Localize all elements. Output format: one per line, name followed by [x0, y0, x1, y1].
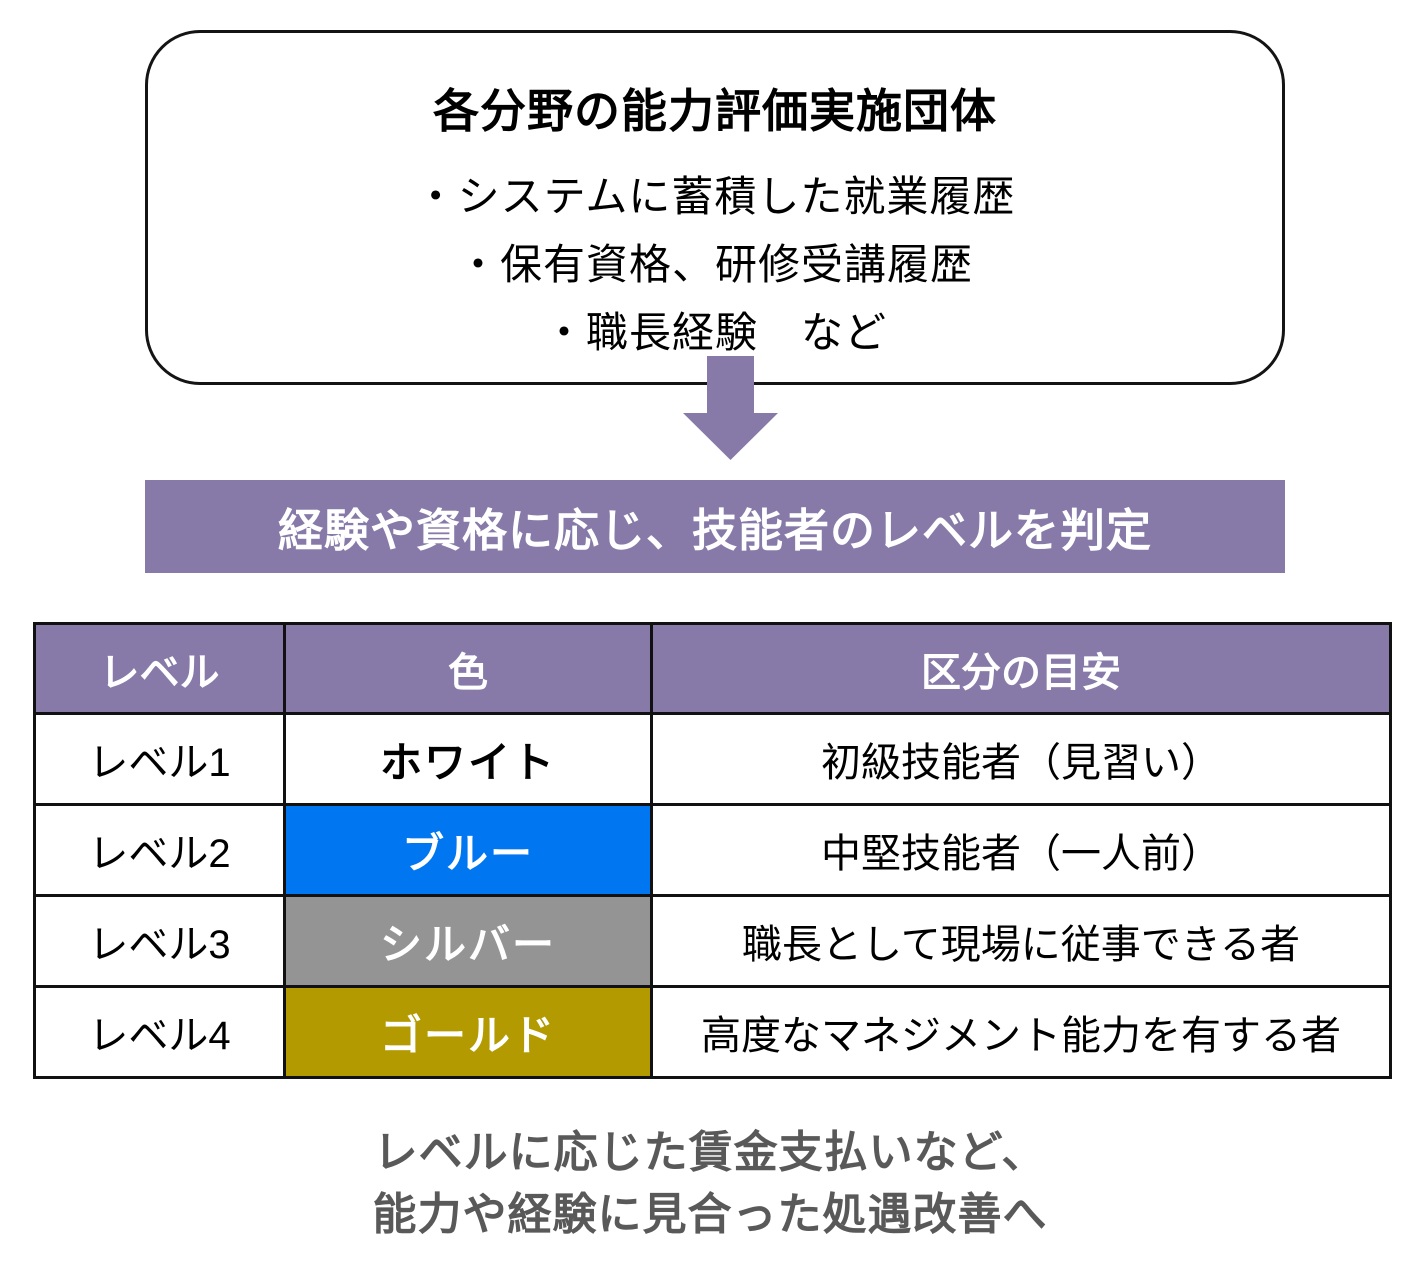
- level-judgement-banner: 経験や資格に応じ、技能者のレベルを判定: [145, 480, 1285, 573]
- level-table: レベル 色 区分の目安 レベル1 ホワイト 初級技能者（見習い） レベル2 ブル…: [33, 622, 1392, 1079]
- banner-label: 経験や資格に応じ、技能者のレベルを判定: [277, 505, 1152, 556]
- table-header-row: レベル 色 区分の目安: [33, 622, 1392, 715]
- bullet-item: ・システムに蓄積した就業履歴: [414, 173, 1016, 220]
- level-cell: レベル1: [33, 712, 286, 806]
- level-cell: レベル3: [33, 894, 286, 988]
- table-row-level4: レベル4 ゴールド 高度なマネジメント能力を有する者: [33, 985, 1392, 1079]
- bullet-item: ・保有資格、研修受講履歴: [456, 241, 973, 288]
- bullet-item: ・職長経験 など: [542, 309, 887, 356]
- down-arrow-icon: [683, 356, 778, 460]
- box-bullet-list: ・システムに蓄積した就業履歴 ・保有資格、研修受講履歴 ・職長経験 など: [148, 163, 1282, 367]
- footer-line: レベルに応じた賃金支払いなど、: [373, 1128, 1047, 1177]
- color-cell-gold: ゴールド: [283, 985, 653, 1079]
- description-cell: 高度なマネジメント能力を有する者: [650, 985, 1392, 1079]
- footer-line: 能力や経験に見合った処遇改善へ: [372, 1190, 1048, 1239]
- header-color: 色: [283, 622, 653, 715]
- box-title: 各分野の能力評価実施団体: [433, 85, 997, 137]
- evaluation-body-box: 各分野の能力評価実施団体 ・システムに蓄積した就業履歴 ・保有資格、研修受講履歴…: [145, 30, 1285, 385]
- description-cell: 初級技能者（見習い）: [650, 712, 1392, 806]
- color-cell-silver: シルバー: [283, 894, 653, 988]
- header-level: レベル: [33, 622, 286, 715]
- level-cell: レベル2: [33, 803, 286, 897]
- footer-note: レベルに応じた賃金支払いなど、 能力や経験に見合った処遇改善へ: [0, 1122, 1420, 1246]
- table-row-level2: レベル2 ブルー 中堅技能者（一人前）: [33, 803, 1392, 897]
- color-cell-blue: ブルー: [283, 803, 653, 897]
- description-cell: 職長として現場に従事できる者: [650, 894, 1392, 988]
- table-row-level3: レベル3 シルバー 職長として現場に従事できる者: [33, 894, 1392, 988]
- header-description: 区分の目安: [650, 622, 1392, 715]
- level-cell: レベル4: [33, 985, 286, 1079]
- table-row-level1: レベル1 ホワイト 初級技能者（見習い）: [33, 712, 1392, 806]
- color-cell-white: ホワイト: [283, 712, 653, 806]
- description-cell: 中堅技能者（一人前）: [650, 803, 1392, 897]
